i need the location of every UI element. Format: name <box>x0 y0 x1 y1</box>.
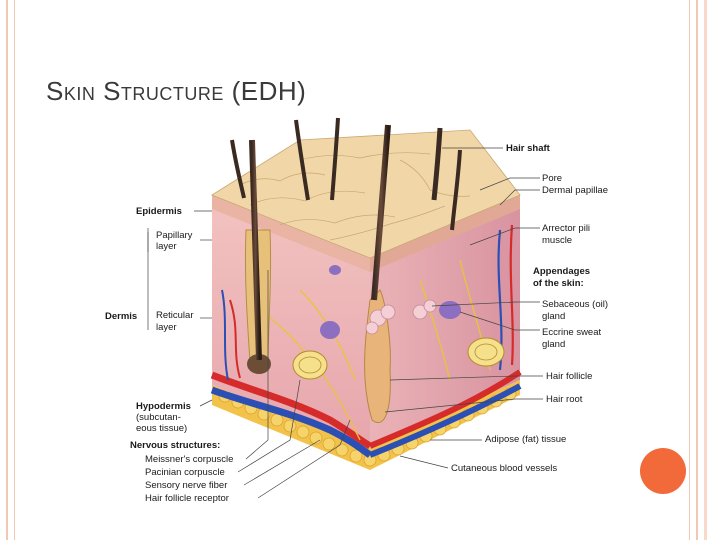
label-sensory-nerve: Sensory nerve fiber <box>145 480 227 491</box>
sebaceous-glands <box>365 299 437 335</box>
left-labels: Epidermis Papillary layer Dermis Reticul… <box>105 206 351 504</box>
slide-title: Skin Structure (EDH) <box>46 76 307 106</box>
blood-vessels <box>210 224 522 458</box>
accent-circle <box>640 448 686 494</box>
label-papillary-2: layer <box>156 241 177 252</box>
label-sebaceous-1: Sebaceous (oil) <box>542 299 608 310</box>
label-reticular-2: layer <box>156 322 177 333</box>
label-cutaneous-vessels: Cutaneous blood vessels <box>451 463 557 474</box>
label-hair-follicle-receptor: Hair follicle receptor <box>145 493 229 504</box>
label-meissners: Meissner's corpuscle <box>145 454 233 465</box>
label-papillary-1: Papillary <box>156 230 193 241</box>
label-reticular-1: Reticular <box>156 310 194 321</box>
label-pacinian: Pacinian corpuscle <box>145 467 225 478</box>
label-hypodermis-sub-1: (subcutan- <box>136 412 181 423</box>
label-appendages-1: Appendages <box>533 266 590 277</box>
label-hair-follicle: Hair follicle <box>546 371 592 382</box>
pacinian-corpuscles <box>292 337 505 380</box>
label-adipose: Adipose (fat) tissue <box>485 434 566 445</box>
label-hair-shaft: Hair shaft <box>506 143 551 154</box>
label-hair-root: Hair root <box>546 394 583 405</box>
hair-shafts <box>230 117 462 231</box>
hair-follicle-left <box>244 139 272 374</box>
label-pore: Pore <box>542 173 562 184</box>
slide-frame-left <box>0 0 15 540</box>
label-nervous-structures: Nervous structures: <box>130 440 220 451</box>
label-eccrine-2: gland <box>542 339 565 350</box>
label-hypodermis: Hypodermis <box>136 401 191 412</box>
dermis-right-face <box>370 195 520 448</box>
label-arrector-pili-1: Arrector pili <box>542 223 590 234</box>
label-sebaceous-2: gland <box>542 311 565 322</box>
label-appendages-2: of the skin: <box>533 278 584 289</box>
slide-frame-right <box>689 0 720 540</box>
label-epidermis: Epidermis <box>136 206 182 217</box>
label-dermis: Dermis <box>105 311 137 322</box>
label-arrector-pili-2: muscle <box>542 235 572 246</box>
label-hypodermis-sub-2: eous tissue) <box>136 423 187 434</box>
right-labels: Hair shaft Pore Dermal papillae Arrector… <box>384 143 608 474</box>
label-eccrine-1: Eccrine sweat <box>542 327 601 338</box>
label-dermal-papillae: Dermal papillae <box>542 185 608 196</box>
